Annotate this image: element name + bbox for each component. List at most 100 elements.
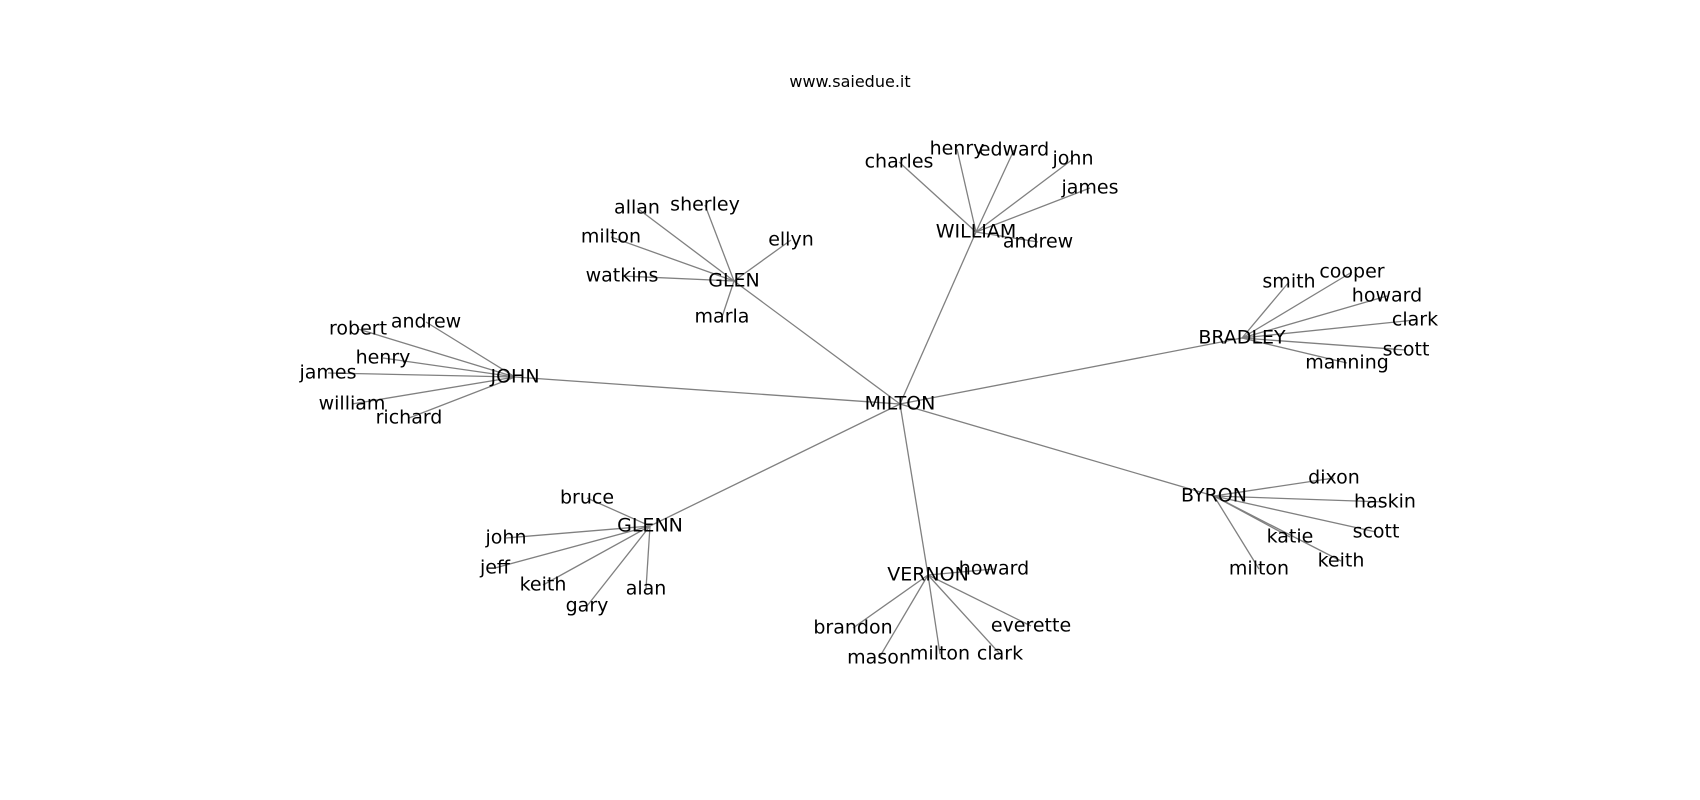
edge-glen-watkins	[621, 275, 735, 282]
leaf-node-label: john	[485, 527, 527, 549]
page-title: www.saiedue.it	[789, 72, 911, 91]
leaf-node-label: ellyn	[768, 229, 814, 251]
leaf-node-label: andrew	[1003, 231, 1073, 253]
edge-bradley-scott	[1241, 337, 1407, 351]
hub-node-label: GLENN	[617, 515, 683, 537]
edge-glen-sherley	[704, 204, 735, 282]
leaf-node-label: bruce	[560, 487, 614, 509]
edge-john-james	[327, 372, 516, 378]
leaf-node-label: mason	[847, 647, 911, 669]
edge-william-henry	[956, 148, 977, 233]
leaf-node-label: haskin	[1354, 491, 1416, 513]
hub-node-label: VERNON	[887, 564, 969, 586]
edge-glen-ellyn	[733, 239, 792, 282]
leaf-node-label: sherley	[670, 194, 740, 216]
leaf-node-label: clark	[1392, 309, 1438, 331]
leaf-node-label: watkins	[586, 265, 659, 287]
edge-root-byron	[899, 403, 1215, 497]
edge-glenn-bruce	[586, 497, 651, 527]
leaf-node-label: scott	[1353, 521, 1400, 543]
edge-layer	[327, 148, 1416, 659]
edge-byron-dixon	[1213, 477, 1335, 497]
edge-glen-marla	[721, 280, 735, 318]
leaf-node-label: milton	[910, 643, 970, 665]
edge-glenn-jeff	[494, 525, 651, 569]
leaf-node-label: robert	[329, 318, 387, 340]
leaf-node-label: henry	[930, 138, 985, 160]
leaf-node-label: james	[298, 362, 356, 384]
leaf-node-label: smith	[1262, 271, 1315, 293]
edge-glen-milton	[610, 236, 735, 282]
root-node-label: MILTON	[865, 393, 936, 415]
leaf-node-label: howard	[959, 558, 1029, 580]
leaf-node-label: manning	[1305, 352, 1389, 374]
edge-bradley-manning	[1241, 337, 1348, 364]
leaf-node-label: allan	[614, 197, 660, 219]
edge-byron-keith	[1213, 495, 1342, 562]
edge-john-william	[351, 376, 516, 405]
edge-bradley-cooper	[1241, 271, 1353, 339]
leaf-node-label: edward	[979, 139, 1049, 161]
leaf-node-label: william	[319, 393, 386, 415]
edge-root-bradley	[899, 337, 1243, 405]
hub-node-label: BYRON	[1181, 485, 1247, 507]
leaf-node-label: milton	[581, 226, 641, 248]
leaf-node-label: henry	[356, 347, 411, 369]
edge-john-richard	[408, 376, 516, 419]
edge-glenn-alan	[645, 525, 651, 590]
edge-vernon-clark	[927, 574, 1001, 655]
leaf-node-label: jeff	[479, 557, 511, 579]
edge-william-charles	[898, 161, 977, 233]
leaf-node-label: scott	[1383, 339, 1430, 361]
hub-node-label: BRADLEY	[1198, 327, 1286, 349]
leaf-node-label: keith	[1318, 550, 1365, 572]
leaf-node-label: keith	[520, 574, 567, 596]
leaf-node-label: andrew	[391, 311, 461, 333]
leaf-node-label: everette	[991, 615, 1071, 637]
edge-vernon-howard	[927, 568, 995, 576]
leaf-node-label: alan	[626, 578, 667, 600]
edge-john-henry	[382, 357, 516, 378]
leaf-node-label: howard	[1352, 285, 1422, 307]
edge-vernon-milton	[927, 574, 941, 655]
edge-glenn-john	[505, 525, 651, 539]
hub-node-label: WILLIAM	[936, 221, 1017, 243]
edge-william-john	[975, 158, 1074, 233]
leaf-node-label: clark	[977, 643, 1023, 665]
leaf-node-label: gary	[566, 595, 609, 617]
edge-byron-milton	[1213, 495, 1260, 570]
edge-vernon-mason	[878, 574, 929, 659]
edge-william-andrew	[975, 231, 1039, 243]
edge-root-vernon	[899, 403, 929, 576]
leaf-node-label: cooper	[1319, 261, 1384, 283]
edge-bradley-clark	[1241, 319, 1416, 339]
edge-root-william	[899, 231, 977, 405]
edge-john-robert	[357, 328, 516, 378]
leaf-node-label: brandon	[813, 617, 892, 639]
edge-john-andrew	[425, 321, 516, 378]
leaf-node-label: dixon	[1308, 467, 1360, 489]
leaf-node-label: james	[1060, 177, 1118, 199]
hub-node-label: JOHN	[489, 366, 539, 388]
edge-root-glen	[733, 280, 901, 405]
edge-root-john	[514, 376, 901, 405]
leaf-node-label: milton	[1229, 558, 1289, 580]
edge-glenn-gary	[586, 525, 651, 607]
leaf-node-label: charles	[865, 151, 934, 173]
edge-vernon-brandon	[852, 574, 929, 629]
edge-bradley-smith	[1241, 281, 1290, 339]
edge-glen-allan	[636, 207, 735, 282]
edge-root-glenn	[649, 403, 901, 527]
leaf-node-label: richard	[376, 407, 443, 429]
edge-william-edward	[975, 149, 1015, 233]
edge-vernon-everette	[927, 574, 1032, 627]
edge-bradley-howard	[1241, 295, 1388, 339]
leaf-node-label: katie	[1267, 526, 1314, 548]
edge-byron-haskin	[1213, 495, 1386, 503]
leaf-node-label: john	[1052, 148, 1094, 170]
edge-william-james	[975, 187, 1091, 233]
hub-node-label: GLEN	[708, 270, 760, 292]
